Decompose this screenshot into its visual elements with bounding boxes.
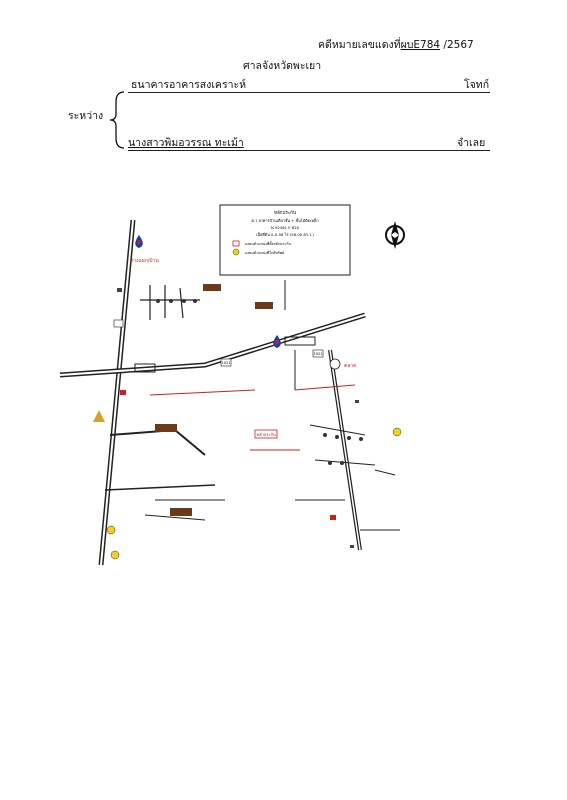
- road-number-1021: 1021: [221, 361, 230, 365]
- plaintiff-underline: [128, 92, 490, 93]
- defendant-name: นางสาวพิมอวรรณ ทะเม้า: [128, 137, 244, 149]
- plaintiff-name: ธนาคารอาคารสงเคราะห์: [131, 79, 247, 91]
- nearby-markers: [106, 427, 402, 560]
- legend-line-2: N 92461 E 620: [271, 225, 300, 230]
- defendant-role: จำเลย: [457, 137, 486, 149]
- legend-key-2: แสดงตำแหน่งที่ใกล้ทรัพย์: [245, 250, 284, 255]
- case-label: คดีหมายเลขแดงที่: [318, 39, 401, 51]
- legend-line-3: เนื้อที่ดิน 0-0-56 ไร่ (56.00 ตร.ว.): [256, 231, 314, 237]
- misc-icons: [117, 288, 359, 548]
- fence-marks: [134, 336, 316, 373]
- between-label: ระหว่าง: [68, 110, 104, 122]
- court-name: ศาลจังหวัดพะเยา: [243, 60, 322, 72]
- case-year: /2567: [443, 39, 474, 51]
- road-1021: [59, 312, 366, 378]
- gas-station-icon: [273, 335, 281, 348]
- house-icons: [156, 299, 363, 465]
- collateral-box: [254, 429, 278, 439]
- legend-key-1: แสดงตำแหน่งที่ตั้งหลักประกัน: [245, 241, 291, 246]
- legend-box: หลักประกัน ต.ว อาคารบ้านเดี่ยวชั้น + ชั้…: [219, 204, 351, 276]
- temple-icon: [93, 410, 105, 422]
- legend-collateral-swatch: [232, 240, 240, 247]
- legend-title: หลักประกัน: [274, 210, 296, 216]
- market-marker: [329, 358, 341, 370]
- plaintiff-role: โจทก์: [464, 79, 490, 91]
- compass-icon: [385, 221, 405, 249]
- road-number-1021: 1021: [313, 352, 322, 356]
- case-number-line: คดีหมายเลขแดงที่ผบE784 /2567: [318, 40, 474, 51]
- case-number: ผบE784: [400, 39, 441, 51]
- collateral-label: หลักประกัน: [256, 432, 276, 437]
- village-cluster: [155, 284, 273, 516]
- gas-station-icon: [135, 235, 143, 248]
- brace-icon: [109, 91, 125, 149]
- location-map: หลักประกัน ต.ว อาคารบ้านเดี่ยวชั้น + ชั้…: [59, 204, 405, 566]
- legend-nearby-swatch: [232, 248, 240, 256]
- top-left-label: ทางแยก/บ้าน: [130, 257, 159, 264]
- defendant-underline: [128, 150, 490, 151]
- legend-line-1: ต.ว อาคารบ้านเดี่ยวชั้น + ชั้นไม้ติดเหล็…: [251, 217, 318, 223]
- market-label: ตลาด: [344, 363, 356, 369]
